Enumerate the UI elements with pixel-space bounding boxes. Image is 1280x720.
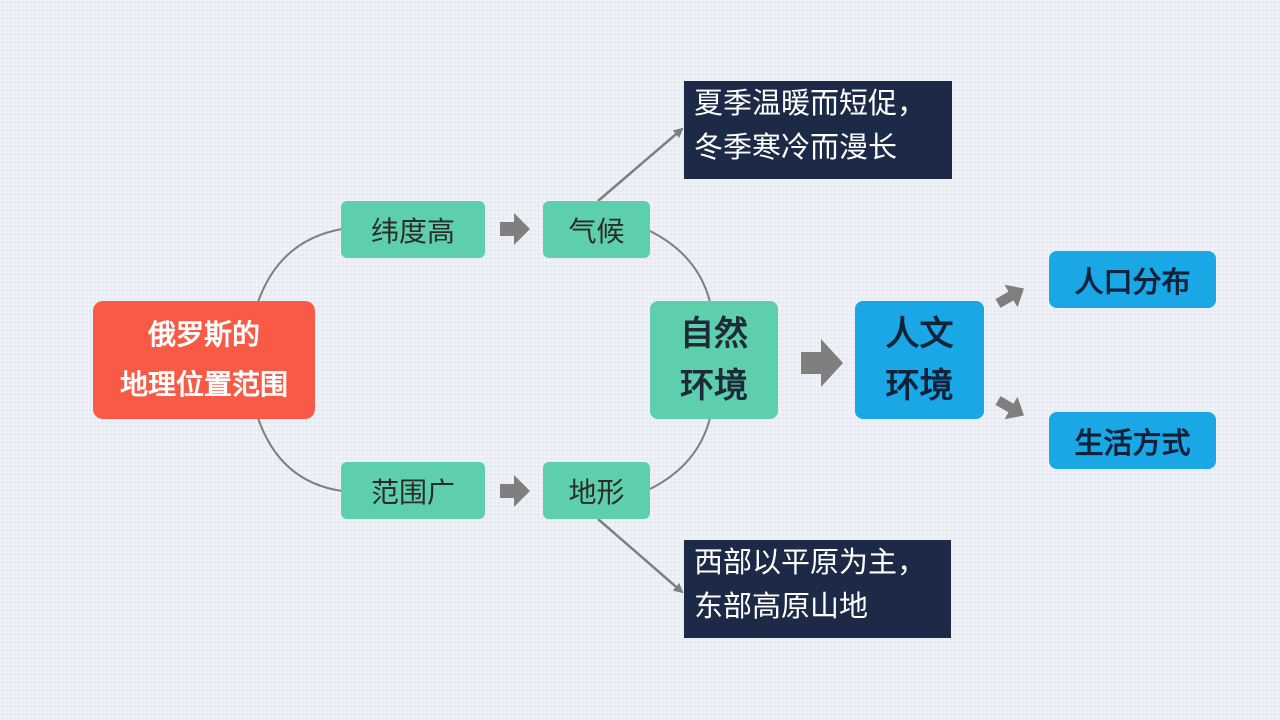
human-environment-line2: 环境 — [885, 366, 954, 406]
arrow-climate-to-note — [597, 127, 684, 202]
extent-box: 范围广 — [341, 462, 485, 519]
origin-line2: 地理位置范围 — [119, 368, 288, 401]
curve-climate-to-natural — [649, 230, 711, 303]
climate-box: 气候 — [543, 201, 650, 258]
curve-origin-to-extent — [257, 417, 343, 492]
natural-to-human-arrow — [801, 339, 843, 387]
human-environment-box: 人文 环境 — [855, 301, 984, 419]
terrain-note: 西部以平原为主， 东部高原山地 — [684, 540, 951, 638]
lifestyle-box: 生活方式 — [1049, 412, 1216, 469]
natural-environment-line1: 自然 — [680, 314, 748, 354]
arrow-terrain-to-note — [597, 518, 684, 594]
natural-environment-box: 自然 环境 — [650, 301, 778, 419]
human-to-population-arrow — [995, 284, 1024, 308]
curve-origin-to-latitude — [257, 228, 343, 303]
origin-line1: 俄罗斯的 — [147, 318, 260, 351]
extent-to-terrain-arrow — [500, 475, 530, 507]
latitude-to-climate-arrow — [500, 213, 530, 245]
latitude-box: 纬度高 — [341, 201, 485, 258]
terrain-note-line2: 东部高原山地 — [694, 589, 869, 623]
origin-box: 俄罗斯的 地理位置范围 — [93, 301, 315, 419]
terrain-box: 地形 — [543, 462, 650, 519]
population-box: 人口分布 — [1049, 251, 1216, 308]
climate-note-line2: 冬季寒冷而漫长 — [694, 130, 898, 164]
human-environment-line1: 人文 — [885, 314, 954, 354]
human-to-lifestyle-arrow — [995, 396, 1024, 420]
natural-environment-line2: 环境 — [680, 366, 748, 406]
terrain-note-line1: 西部以平原为主， — [694, 545, 927, 579]
curve-terrain-to-natural — [649, 417, 711, 490]
climate-note-line1: 夏季温暖而短促， — [694, 86, 927, 120]
climate-note: 夏季温暖而短促， 冬季寒冷而漫长 — [684, 81, 952, 179]
